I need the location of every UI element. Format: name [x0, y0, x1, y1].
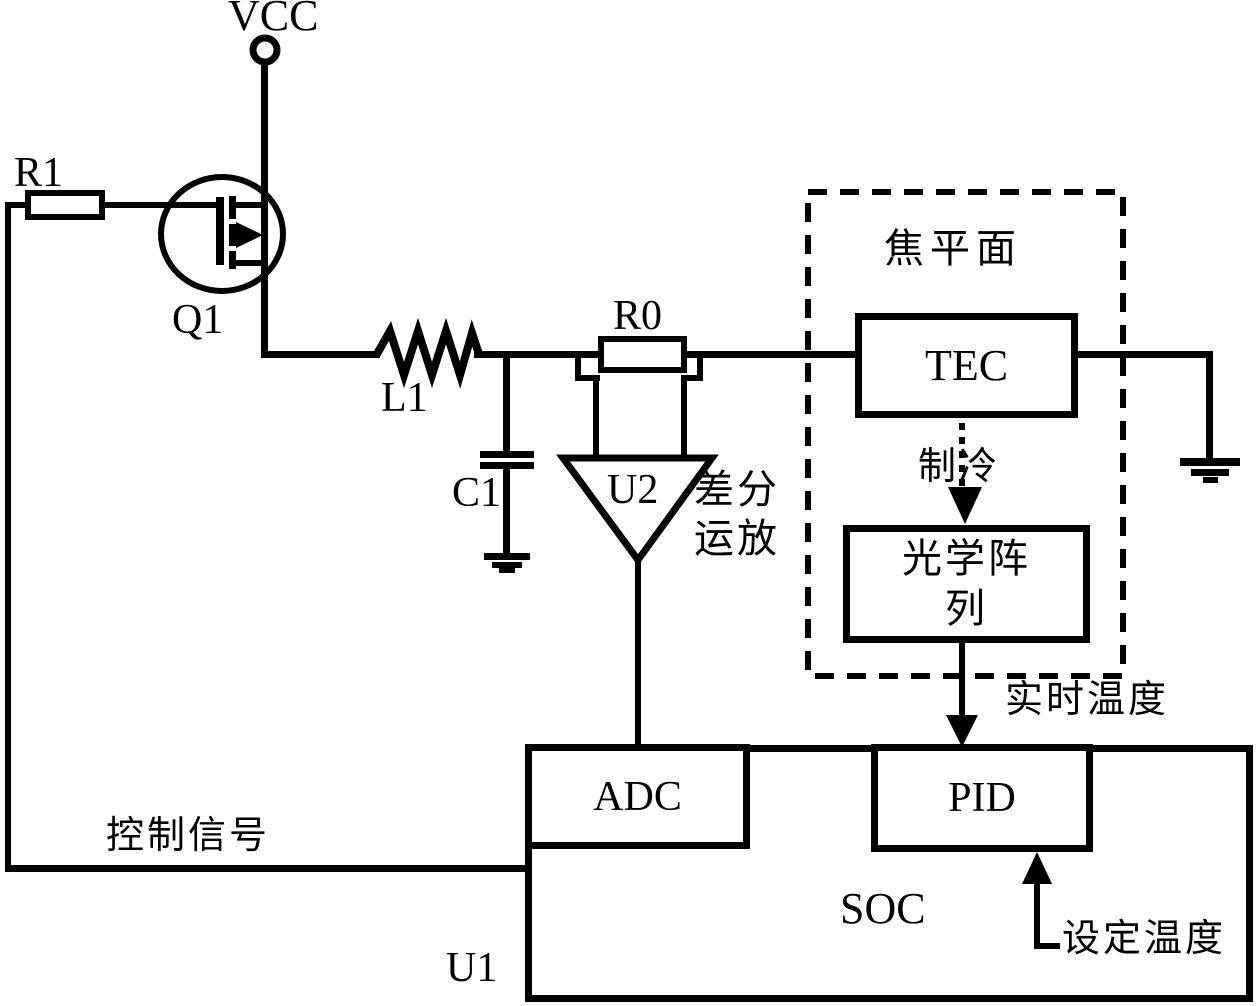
vcc-label: VCC [228, 0, 319, 40]
settemp-arrowhead-icon [1022, 852, 1052, 884]
optical-array-label-line1: 光学阵 [902, 536, 1031, 581]
sense-wires [575, 354, 703, 461]
adc-box: ADC [525, 744, 750, 849]
cooling-label: 制冷 [918, 446, 1001, 488]
u2-label: U2 [607, 467, 659, 513]
set-temp-arrow [1022, 852, 1060, 949]
focal-plane-dashed-box [805, 189, 1126, 679]
r0-resistor-box [598, 336, 687, 373]
soc-label: SOC [840, 884, 926, 933]
r0-label: R0 [613, 293, 663, 339]
realtime-temp-arrow [946, 641, 978, 747]
mosfet-arrow-icon [236, 222, 263, 248]
diff-amp-label-line1: 差分 [694, 467, 780, 512]
adc-label: ADC [593, 773, 682, 820]
focal-plane-label: 焦平面 [884, 226, 1022, 271]
ground-symbol-tec [1180, 458, 1240, 483]
tec-box: TEC [855, 313, 1078, 418]
tec-ground-wire [1206, 351, 1213, 461]
capacitor-symbol [480, 354, 534, 555]
r1-label: R1 [14, 150, 64, 196]
pid-box: PID [871, 744, 1093, 852]
cooling-dotted-arrow [948, 423, 982, 524]
c1-label: C1 [452, 470, 502, 516]
optical-array-label-line2: 列 [945, 586, 988, 631]
main-wire-right [474, 351, 1213, 358]
vcc-terminal-icon [249, 34, 281, 66]
control-signal-wire [5, 865, 532, 872]
r1-resistor-box [25, 190, 105, 220]
feedback-rail-wire [5, 202, 11, 870]
l1-label: L1 [381, 375, 428, 421]
inductor-symbol [373, 317, 483, 389]
set-temp-label: 设定温度 [1062, 918, 1227, 960]
u2-output-wire [635, 556, 641, 749]
realtime-temp-label: 实时温度 [1005, 679, 1170, 721]
u1-label: U1 [446, 945, 498, 991]
ground-symbol-c1 [484, 553, 530, 573]
gate-wire [100, 202, 222, 208]
pid-label: PID [948, 775, 1016, 821]
r1-left-wire [5, 202, 29, 208]
mosfet-symbol [158, 174, 286, 294]
tec-label: TEC [924, 341, 1009, 390]
cooling-arrowhead-icon [948, 487, 982, 524]
q1-label: Q1 [172, 297, 224, 343]
diff-amp-label-line2: 运放 [694, 516, 780, 561]
realtime-arrowhead-icon [946, 715, 978, 747]
optical-array-box: 光学阵 列 [843, 525, 1090, 643]
control-signal-label: 控制信号 [106, 815, 271, 857]
opamp-triangle [556, 454, 719, 566]
main-wire-left [261, 351, 380, 358]
